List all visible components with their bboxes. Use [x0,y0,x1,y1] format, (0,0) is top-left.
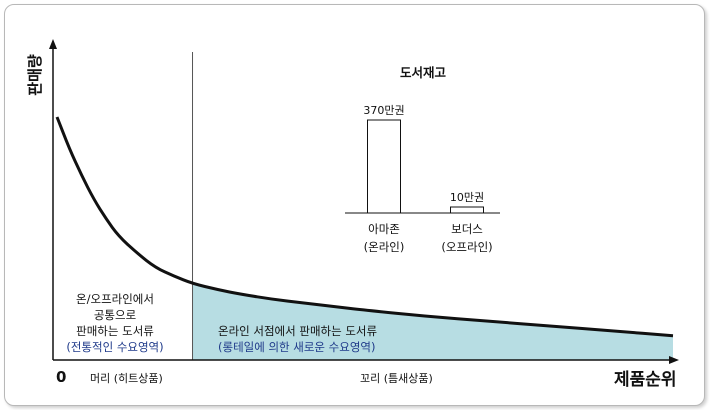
y-axis-arrow [49,39,57,49]
head-region-label: 머리 (히트상품) [90,371,163,385]
tail-region-label: 꼬리 (틈새상품) [360,372,433,385]
tail-area [192,283,673,360]
tail-note: (롱테일에 의한 새로운 수요영역) [218,340,375,354]
head-note: (전통적인 수요영역) [66,340,163,354]
inset-bar-borders [450,206,484,214]
inset-category-amazon-name: 아마존 [368,222,400,236]
demand-curve [55,116,674,338]
inset-category-amazon-type: (온라인) [364,240,405,254]
inset-value-label-amazon: 370만권 [363,104,404,117]
head-text-line-2: 공통으로 [94,308,136,322]
inset-bar-amazon [367,119,401,214]
long-tail-chart: 판매량 제품순위 0 머리 (히트상품) 꼬리 (틈새상품) 온/오프라인에서 … [26,39,679,390]
inset-bar-chart: 도서재고 370만권 10만권 아마존 (온라인) 보더스 (오프라인) [345,65,500,254]
head-text-line-3: 판매하는 도서류 [76,324,154,338]
chart-frame: 판매량 제품순위 0 머리 (히트상품) 꼬리 (틈새상품) 온/오프라인에서 … [4,4,705,406]
inset-value-label-borders: 10만권 [450,191,484,204]
x-axis-arrow [669,356,679,364]
inset-category-borders-type: (오프라인) [441,240,492,254]
inset-title: 도서재고 [400,65,447,80]
y-axis-label: 판매량 [26,54,44,96]
x-axis-label: 제품순위 [614,370,677,390]
origin-label: 0 [56,368,66,386]
head-text-line-1: 온/오프라인에서 [76,292,154,306]
inset-category-borders-name: 보더스 [451,222,483,236]
tail-text: 온라인 서점에서 판매하는 도서류 [218,324,377,338]
